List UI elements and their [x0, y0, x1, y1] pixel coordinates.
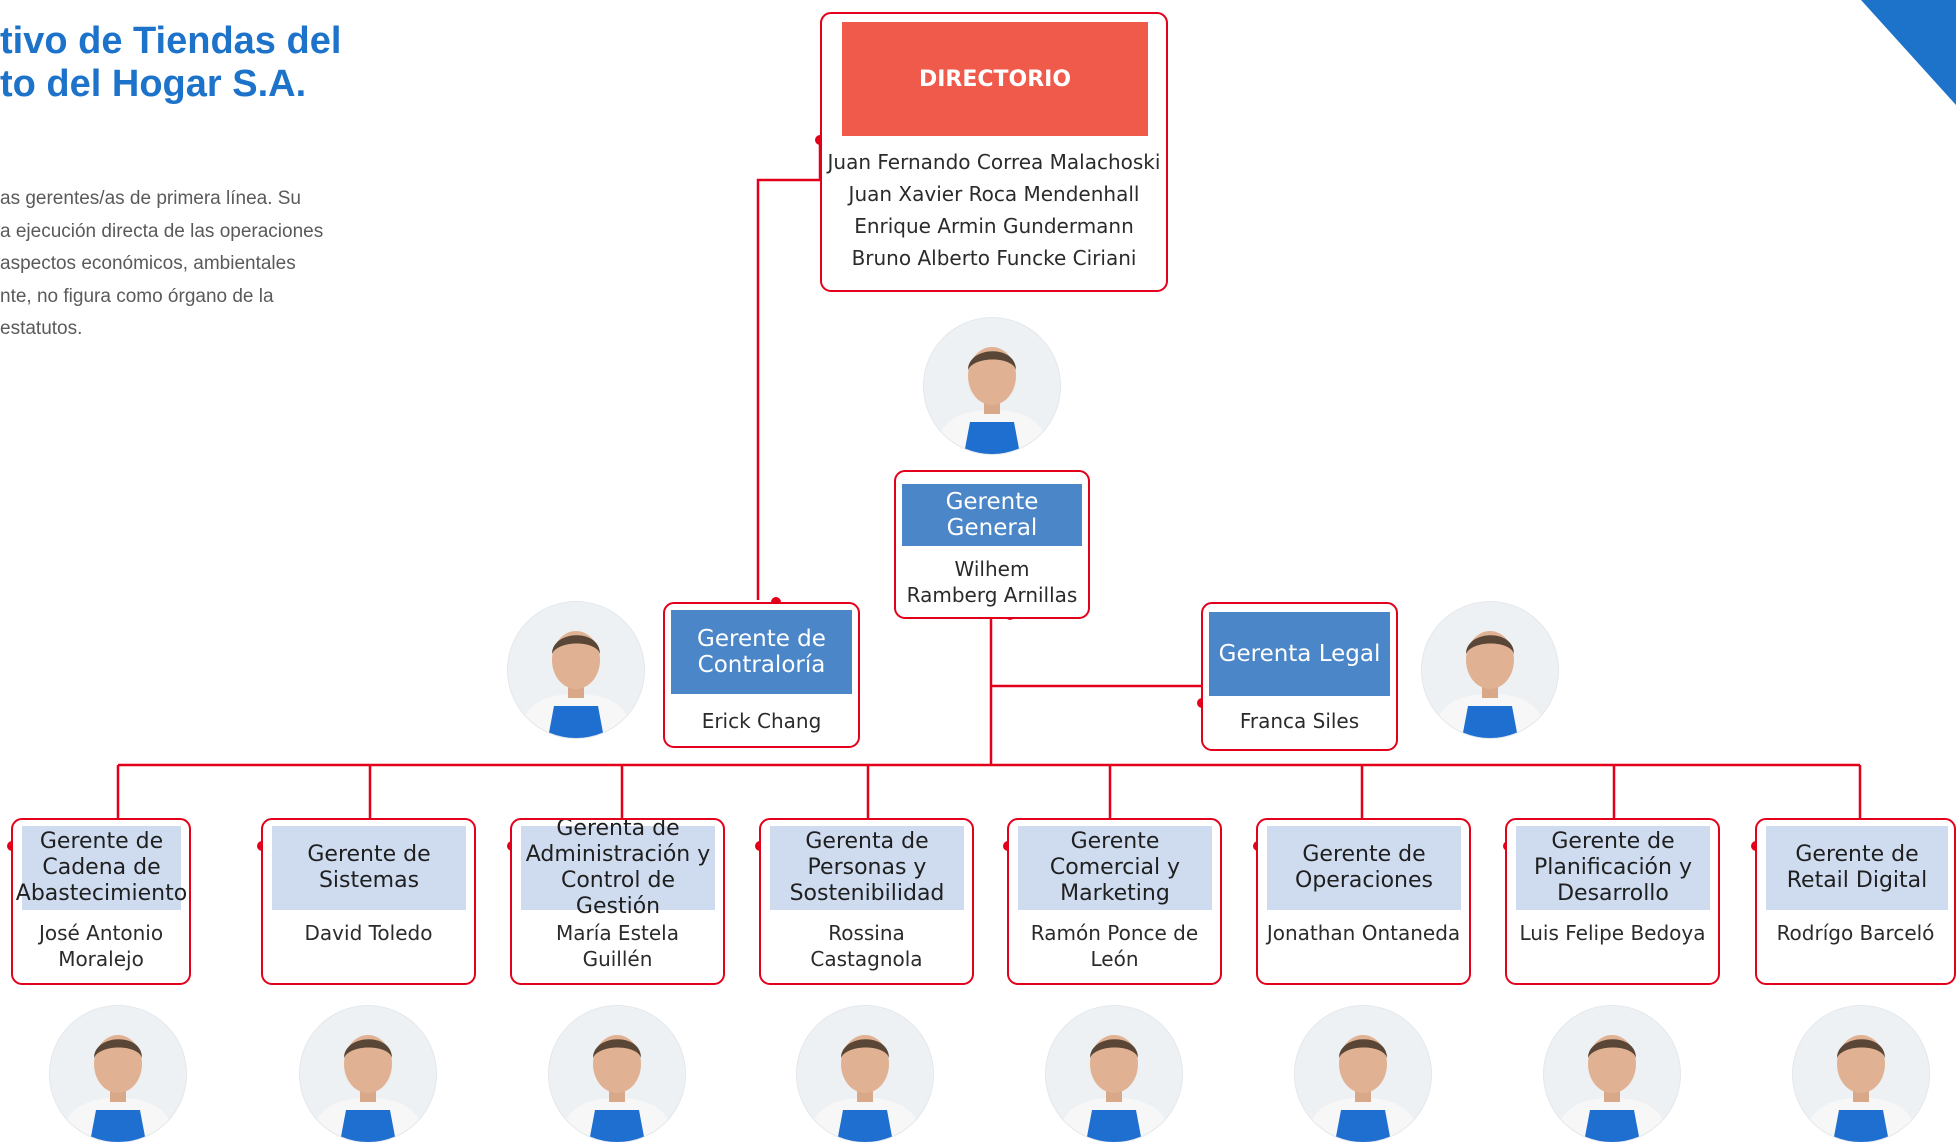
- gerente-general-role: Gerente General: [902, 484, 1082, 546]
- legal-box: Gerenta Legal Franca Siles: [1201, 602, 1398, 751]
- manager-role: Gerente de Cadena de Abastecimiento: [16, 826, 187, 910]
- portrait-photo: [924, 318, 1060, 454]
- manager-role: Gerente de Sistemas: [272, 826, 466, 910]
- intro-line: estatutos.: [0, 318, 83, 339]
- contraloria-name: Erick Chang: [701, 709, 822, 733]
- connector-directorio-contraloria: [756, 140, 822, 600]
- intro-line: a ejecución directa de las operaciones: [0, 220, 324, 242]
- manager-card: Gerente Comercial y Marketing Ramón Ponc…: [1007, 818, 1222, 985]
- manager-name: Luis Felipe Bedoya: [1519, 921, 1706, 945]
- portrait-photo: [1793, 1006, 1929, 1142]
- person-icon: [797, 1006, 933, 1142]
- manager-role: Gerenta de Administración y Control de G…: [521, 820, 715, 919]
- page-title-line: to del Hogar S.A.: [0, 63, 307, 105]
- portrait-photo: [1422, 602, 1558, 738]
- manager-role: Gerente de Planificación y Desarrollo: [1516, 826, 1710, 910]
- portrait-photo: [1544, 1006, 1680, 1142]
- portrait-photo: [797, 1006, 933, 1142]
- person-icon: [924, 318, 1060, 454]
- person-icon: [300, 1006, 436, 1142]
- corner-decoration: [1861, 0, 1956, 105]
- manager-name: Ramón Ponce de León: [1030, 921, 1199, 971]
- directorio-member: Juan Xavier Roca Mendenhall: [848, 182, 1140, 206]
- person-icon: [549, 1006, 685, 1142]
- person-icon: [1295, 1006, 1431, 1142]
- manager-role: Gerenta de Personas y Sostenibilidad: [770, 826, 964, 910]
- manager-card: Gerenta de Administración y Control de G…: [510, 818, 725, 985]
- directorio-member: Bruno Alberto Funcke Ciriani: [851, 246, 1137, 270]
- portrait-photo: [300, 1006, 436, 1142]
- intro-line: nte, no figura como órgano de la: [0, 285, 274, 307]
- gerente-general-box: Gerente General Wilhem Ramberg Arnillas: [894, 470, 1090, 619]
- directorio-member: Juan Fernando Correa Malachoski: [827, 150, 1161, 174]
- manager-card: Gerenta de Personas y Sostenibilidad Ros…: [759, 818, 974, 985]
- page-title-line: tivo de Tiendas del: [0, 20, 342, 62]
- person-icon: [1422, 602, 1558, 738]
- directorio-members: Juan Fernando Correa Malachoski Juan Xav…: [822, 146, 1166, 274]
- person-icon: [50, 1006, 186, 1142]
- intro-paragraph: as gerentes/as de primera línea. Su a ej…: [0, 183, 333, 346]
- person-icon: [1544, 1006, 1680, 1142]
- manager-role: Gerente Comercial y Marketing: [1018, 826, 1212, 910]
- portrait-photo: [508, 602, 644, 738]
- portrait-photo: [1295, 1006, 1431, 1142]
- person-icon: [1046, 1006, 1182, 1142]
- manager-card: Gerente de Sistemas David Toledo: [261, 818, 476, 985]
- gerente-general-name: Wilhem Ramberg Arnillas: [906, 557, 1078, 607]
- person-icon: [1793, 1006, 1929, 1142]
- manager-card: Gerente de Cadena de Abastecimiento José…: [11, 818, 191, 985]
- intro-line: as gerentes/as de primera línea. Su: [0, 188, 302, 209]
- manager-name: Rossina Castagnola: [810, 921, 923, 971]
- manager-name: María Estela Guillén: [556, 921, 679, 971]
- manager-role: Gerente de Retail Digital: [1766, 826, 1948, 910]
- directorio-member: Enrique Armin Gundermann: [854, 214, 1134, 238]
- directorio-box: DIRECTORIO Juan Fernando Correa Malachos…: [820, 12, 1168, 292]
- manager-card: Gerente de Operaciones Jonathan Ontaneda: [1256, 818, 1471, 985]
- contraloria-role: Gerente de Contraloría: [671, 610, 852, 694]
- portrait-photo: [1046, 1006, 1182, 1142]
- portrait-photo: [549, 1006, 685, 1142]
- person-icon: [508, 602, 644, 738]
- intro-line: aspectos económicos, ambientales: [0, 253, 296, 274]
- manager-role: Gerente de Operaciones: [1267, 826, 1461, 910]
- legal-role: Gerenta Legal: [1209, 612, 1390, 696]
- contraloria-box: Gerente de Contraloría Erick Chang: [663, 602, 860, 748]
- page-title: tivo de Tiendas del to del Hogar S.A.: [0, 20, 341, 106]
- manager-card: Gerente de Retail Digital Rodrígo Barcel…: [1755, 818, 1956, 985]
- manager-name: David Toledo: [304, 921, 433, 945]
- manager-name: Jonathan Ontaneda: [1266, 921, 1461, 945]
- connector-drops: [116, 765, 1862, 818]
- manager-name: José Antonio Moralejo: [38, 921, 164, 971]
- manager-name: Rodrígo Barceló: [1776, 921, 1935, 945]
- legal-name: Franca Siles: [1239, 709, 1360, 733]
- portrait-photo: [50, 1006, 186, 1142]
- directorio-header: DIRECTORIO: [842, 22, 1148, 136]
- manager-card: Gerente de Planificación y Desarrollo Lu…: [1505, 818, 1720, 985]
